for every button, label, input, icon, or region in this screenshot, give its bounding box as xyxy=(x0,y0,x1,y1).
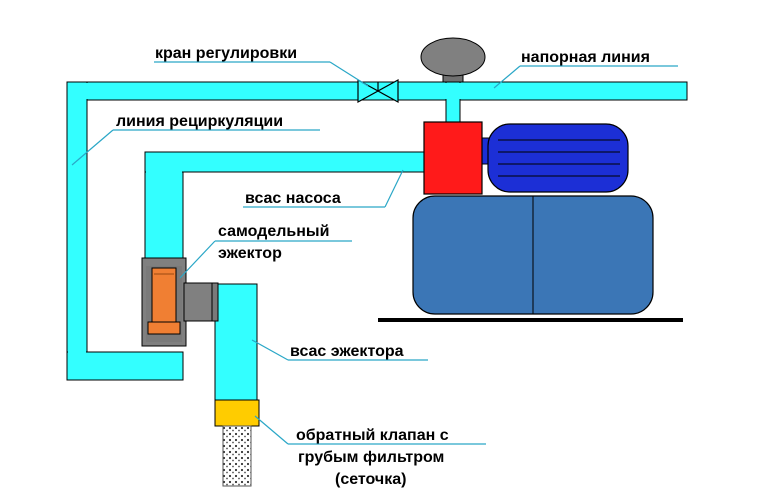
ejector-suction-pipe xyxy=(214,283,258,403)
butterfly-valve-icon[interactable] xyxy=(357,78,399,104)
label-pump-suction: всас насоса xyxy=(245,190,341,207)
ejector-body xyxy=(141,257,219,347)
label-valve: кран регулировки xyxy=(155,45,297,62)
label-ejector-suction: всас эжектора xyxy=(290,343,404,360)
label-recirc-line: линия рециркуляции xyxy=(116,113,283,130)
pump-motor xyxy=(479,123,629,193)
label-ejector-2: эжектор xyxy=(218,245,282,262)
ejector-nozzle xyxy=(151,267,177,323)
pressure-tank xyxy=(412,195,654,315)
label-check-valve-2: грубым фильтром xyxy=(298,449,444,466)
mesh-filter-icon xyxy=(222,425,252,487)
leader-lines xyxy=(71,61,678,445)
check-valve xyxy=(214,399,260,427)
pump-base xyxy=(378,318,683,322)
pressure-gauge-icon xyxy=(420,37,486,83)
label-check-valve-1: обратный клапан с xyxy=(296,427,449,444)
label-pressure-line: напорная линия xyxy=(521,49,650,66)
pump-head xyxy=(423,121,483,195)
label-ejector-1: самодельный xyxy=(218,223,329,240)
label-check-valve-3: (сеточка) xyxy=(335,471,406,488)
